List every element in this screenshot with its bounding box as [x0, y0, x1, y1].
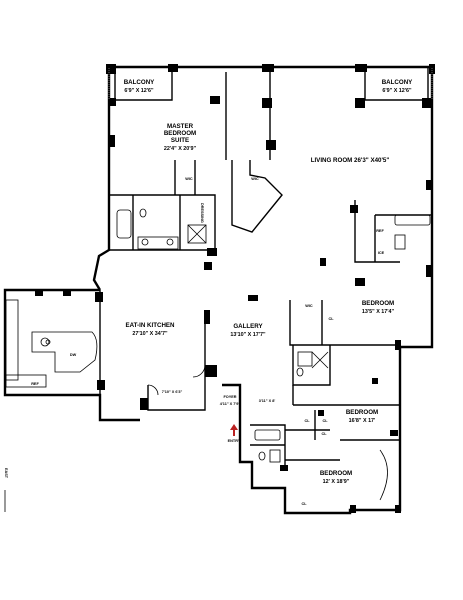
kitchen-island: [31, 331, 98, 373]
living-bathtub: [394, 214, 431, 226]
label-ref: REF: [31, 382, 39, 386]
label-cl-2: CL: [304, 419, 310, 423]
label-cl-3: CL: [322, 419, 328, 423]
label-living-room: LIVING ROOM 26'3" X40'5": [311, 157, 390, 164]
label-master-line3: SUITE: [171, 137, 189, 144]
label-entry: ENTRY: [228, 439, 241, 443]
dims-balcony-right: 6'9" X 12'6": [382, 88, 412, 94]
dims-bedroom-3: 12' X 18'9": [323, 479, 350, 485]
dims-small-room: 7'10" X 6'3": [162, 390, 183, 394]
entry-arrow: [230, 424, 238, 436]
label-ref-2: REF: [376, 229, 384, 233]
room-labels: BALCONY 6'9" X 12'6" BALCONY 6'9" X 12'6…: [124, 79, 413, 485]
dims-balcony-left: 6'9" X 12'6": [124, 88, 154, 94]
label-master-line2: BEDROOM: [164, 130, 196, 137]
interior-walls: [99, 67, 432, 470]
label-gallery: GALLERY: [233, 323, 263, 330]
label-kitchen: EAT-IN KITCHEN: [125, 322, 175, 329]
dims-bedroom-2: 16'8" X 17': [349, 418, 376, 424]
label-cl-5: CL: [301, 502, 307, 506]
label-bedroom-1: BEDROOM: [362, 300, 394, 307]
fixture-labels: WIC WIC WIC DRESSING REF REF ICE DW CL C…: [4, 177, 385, 506]
hall-bathtub: [254, 429, 281, 441]
label-wic-bedroom: WIC: [305, 304, 313, 308]
label-cl-1: CL: [328, 317, 334, 321]
label-dw: DW: [70, 353, 77, 357]
dims-kitchen: 27'10" X 34'7": [132, 331, 168, 337]
label-balcony-left: BALCONY: [124, 79, 155, 86]
label-balcony-right: BALCONY: [382, 79, 413, 86]
master-sink-2: [166, 238, 174, 246]
dims-master: 22'4" X 20'9": [164, 146, 197, 152]
label-master-line1: MASTER: [167, 123, 194, 130]
fixtures: [5, 208, 431, 501]
dims-hall: 3'11" X 8': [259, 399, 276, 403]
label-east: EAST: [4, 468, 8, 479]
label-wic-master: WIC: [185, 177, 193, 181]
label-bedroom-3: BEDROOM: [320, 470, 352, 477]
master-bathtub: [116, 209, 132, 239]
master-sink-1: [141, 238, 149, 246]
label-cl-4: CL: [321, 432, 327, 436]
dims-gallery: 13'10" X 17'7": [230, 332, 266, 338]
label-ice: ICE: [378, 251, 385, 255]
structural-columns: [35, 64, 435, 513]
dims-bedroom-1: 13'5" X 17'4": [362, 309, 395, 315]
balcony-edges: [108, 68, 433, 100]
label-wic-living: WIC: [251, 177, 259, 181]
dims-foyer: 4'11" X 7'9": [220, 402, 241, 406]
label-dressing: DRESSING: [200, 203, 204, 223]
label-bedroom-2: BEDROOM: [346, 409, 378, 416]
master-toilet: [139, 208, 147, 218]
label-foyer: FOYER: [223, 395, 236, 399]
